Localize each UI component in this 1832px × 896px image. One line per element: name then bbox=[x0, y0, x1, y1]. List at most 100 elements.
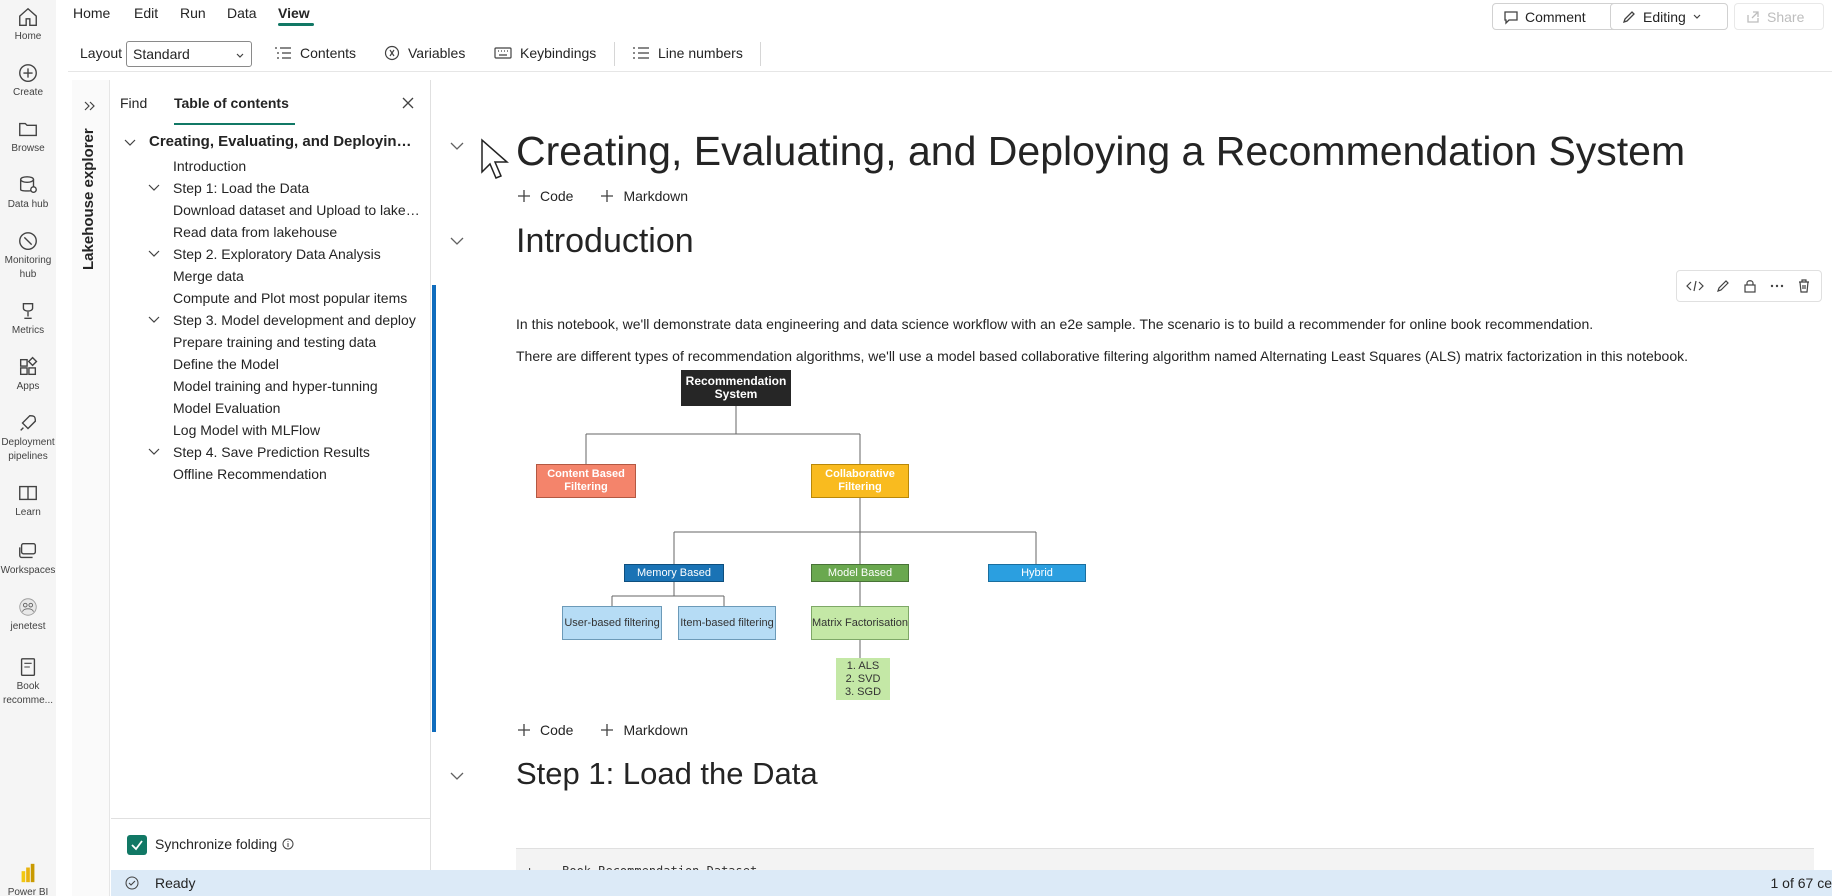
comment-icon bbox=[1504, 10, 1518, 25]
diagram-node-collaborative: Collaborative Filtering bbox=[811, 464, 909, 498]
nav-data-hub[interactable]: Data hub bbox=[0, 174, 56, 212]
layout-value: Standard bbox=[133, 46, 190, 62]
plus-icon bbox=[601, 190, 614, 202]
menu-home[interactable]: Home bbox=[73, 5, 111, 21]
contents-button[interactable]: Contents bbox=[274, 45, 356, 61]
keybindings-button[interactable]: Keybindings bbox=[494, 45, 596, 61]
editing-label: Editing bbox=[1643, 8, 1686, 25]
nav-label: Browse bbox=[11, 143, 45, 154]
nav-metrics[interactable]: Metrics bbox=[0, 300, 56, 338]
sync-folding-checkbox[interactable] bbox=[127, 835, 147, 855]
menu-active-indicator bbox=[278, 23, 314, 26]
nav-power-bi[interactable]: Power BI bbox=[0, 862, 56, 896]
add-markdown-button[interactable]: Markdown bbox=[599, 188, 688, 204]
nav-learn[interactable]: Learn bbox=[0, 482, 56, 520]
notebook-icon bbox=[20, 658, 36, 676]
tab-find[interactable]: Find bbox=[120, 95, 148, 111]
add-code-button[interactable]: Code bbox=[516, 722, 573, 738]
people-icon bbox=[19, 598, 37, 616]
add-markdown-label: Markdown bbox=[623, 722, 689, 738]
toc-item[interactable]: Model training and hyper-tunning bbox=[173, 378, 378, 394]
chevron-down-icon[interactable] bbox=[147, 445, 161, 459]
toc-tab-indicator bbox=[174, 123, 295, 125]
chevron-down-icon[interactable] bbox=[448, 767, 466, 785]
plus-icon bbox=[601, 724, 614, 736]
chevron-down-icon bbox=[236, 53, 244, 58]
info-icon[interactable] bbox=[282, 838, 294, 850]
menu-run[interactable]: Run bbox=[180, 5, 206, 21]
toc-item[interactable]: Introduction bbox=[173, 158, 247, 174]
editing-button[interactable]: Editing bbox=[1610, 3, 1728, 30]
plus-icon bbox=[518, 724, 530, 736]
edit-icon[interactable] bbox=[1715, 278, 1731, 294]
status-bar: Ready 1 of 67 ce bbox=[111, 870, 1832, 896]
nav-apps[interactable]: Apps bbox=[0, 356, 56, 394]
nav-book-recommendation[interactable]: Book recomme... bbox=[0, 656, 56, 708]
diagram-node-item-based: Item-based filtering bbox=[678, 606, 776, 640]
nav-label: Metrics bbox=[11, 325, 45, 336]
chevron-down-icon[interactable] bbox=[448, 137, 466, 155]
expand-chevrons-icon[interactable] bbox=[82, 98, 98, 114]
layout-select[interactable]: Standard bbox=[126, 41, 252, 67]
algo-label: 3. SGD bbox=[844, 685, 882, 698]
chevron-down-icon[interactable] bbox=[147, 313, 161, 327]
toc-item[interactable]: Step 2. Exploratory Data Analysis bbox=[173, 246, 381, 262]
keybindings-label: Keybindings bbox=[520, 45, 597, 61]
toc-item[interactable]: Step 1: Load the Data bbox=[173, 180, 310, 196]
line-numbers-button[interactable]: Line numbers bbox=[632, 45, 743, 61]
toc-item[interactable]: Compute and Plot most popular items bbox=[173, 290, 408, 306]
toc-item[interactable]: Step 4. Save Prediction Results bbox=[173, 444, 370, 460]
nav-label: Apps bbox=[16, 381, 40, 392]
add-code-button[interactable]: Code bbox=[516, 188, 573, 204]
lock-icon[interactable] bbox=[1742, 278, 1758, 294]
add-code-label: Code bbox=[540, 188, 574, 204]
add-cell-row: Code Markdown bbox=[516, 188, 688, 204]
more-icon[interactable] bbox=[1769, 278, 1785, 294]
menu-edit[interactable]: Edit bbox=[134, 5, 159, 21]
nav-create[interactable]: Create bbox=[0, 62, 56, 100]
share-button[interactable]: Share bbox=[1734, 3, 1824, 30]
delete-icon[interactable] bbox=[1796, 278, 1812, 294]
nav-deployment-pipelines[interactable]: Deployment pipelines bbox=[0, 412, 56, 464]
chevron-down-icon[interactable] bbox=[123, 136, 137, 150]
nav-label: Monitoring hub bbox=[4, 255, 52, 280]
powerbi-icon bbox=[21, 863, 35, 883]
menu-data[interactable]: Data bbox=[227, 5, 257, 21]
toc-item[interactable]: Model Evaluation bbox=[173, 400, 281, 416]
chevron-down-icon[interactable] bbox=[147, 247, 161, 261]
toc-item[interactable]: Define the Model bbox=[173, 356, 279, 372]
toc-item[interactable]: Download dataset and Upload to lakehouse bbox=[173, 202, 423, 218]
contents-label: Contents bbox=[300, 45, 357, 61]
cell-toolbar bbox=[1676, 270, 1822, 302]
numbered-list-icon bbox=[633, 47, 649, 59]
toc-item[interactable]: Merge data bbox=[173, 268, 244, 284]
add-cell-row: Code Markdown bbox=[516, 722, 688, 738]
lakehouse-explorer-label[interactable]: Lakehouse explorer bbox=[80, 128, 97, 270]
menu-view[interactable]: View bbox=[278, 5, 310, 21]
chevron-down-icon[interactable] bbox=[147, 181, 161, 195]
lakehouse-explorer-strip[interactable] bbox=[72, 80, 110, 896]
nav-workspaces[interactable]: Workspaces bbox=[0, 540, 56, 578]
nav-jenetest[interactable]: jenetest bbox=[0, 596, 56, 634]
chevron-down-icon[interactable] bbox=[448, 232, 466, 250]
nav-monitoring-hub[interactable]: Monitoring hub bbox=[0, 230, 56, 282]
toc-item[interactable]: Read data from lakehouse bbox=[173, 224, 338, 240]
diagram-node-root: Recommendation System bbox=[681, 370, 791, 406]
nav-home[interactable]: Home bbox=[0, 6, 56, 44]
toc-item-title[interactable]: Creating, Evaluating, and Deploying a Re… bbox=[149, 133, 419, 150]
toc-item[interactable]: Step 3. Model development and deploy bbox=[173, 312, 416, 328]
code-icon[interactable] bbox=[1686, 278, 1705, 294]
add-markdown-label: Markdown bbox=[623, 188, 689, 204]
keyboard-icon bbox=[494, 47, 512, 59]
toc-item[interactable]: Prepare training and testing data bbox=[173, 334, 377, 350]
apps-icon bbox=[19, 356, 38, 376]
nav-label: Power BI bbox=[7, 887, 49, 896]
nav-browse[interactable]: Browse bbox=[0, 118, 56, 156]
toc-item[interactable]: Log Model with MLFlow bbox=[173, 422, 321, 438]
add-markdown-button[interactable]: Markdown bbox=[599, 722, 688, 738]
toc-item[interactable]: Offline Recommendation bbox=[173, 466, 327, 482]
close-icon[interactable] bbox=[401, 96, 415, 110]
comment-button[interactable]: Comment bbox=[1492, 3, 1622, 30]
variables-button[interactable]: Variables bbox=[384, 45, 465, 61]
tab-table-of-contents[interactable]: Table of contents bbox=[174, 95, 289, 111]
